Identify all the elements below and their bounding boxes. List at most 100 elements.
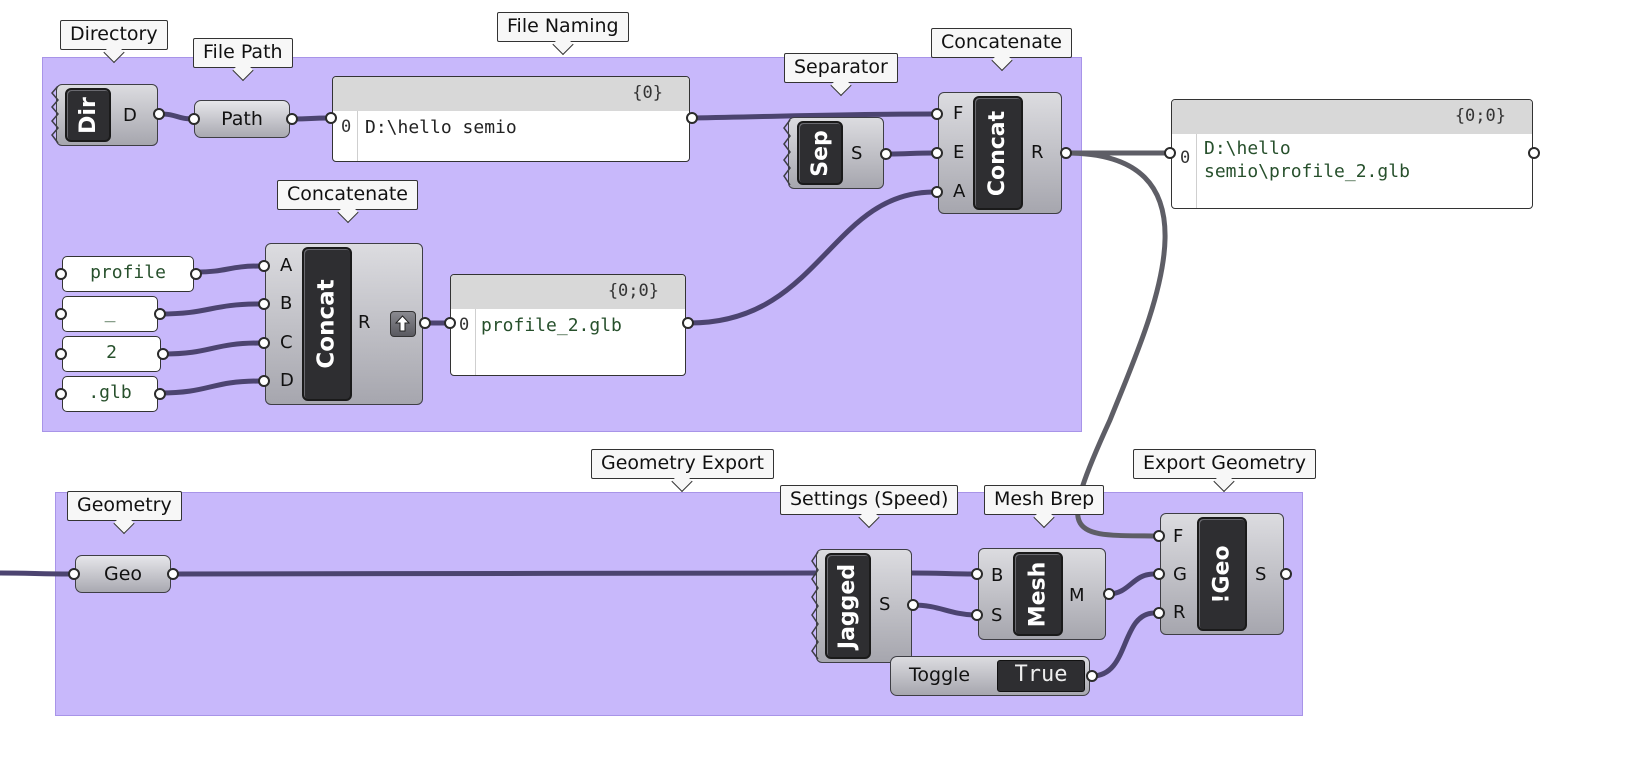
result-panel-input-grip[interactable] <box>1164 147 1176 159</box>
result-panel-index: 0 <box>1180 148 1191 168</box>
concat-main-input-f-grip[interactable] <box>931 108 943 120</box>
jagged-plate: Jagged <box>825 553 871 659</box>
filename-panel-value: profile_2.glb <box>481 315 622 336</box>
path-panel-value: D:\hello semio <box>365 117 517 138</box>
bubble-separator: Separator <box>784 53 898 83</box>
mesh-input-b-grip[interactable] <box>971 568 983 580</box>
concat-main-input-a: A <box>953 181 966 202</box>
filename-panel-path: {0;0} <box>607 281 659 301</box>
wire-jagged-mesh-s <box>909 602 977 618</box>
path-panel-output-grip[interactable] <box>686 112 698 124</box>
bubble-concatenate-main: Concatenate <box>931 28 1072 58</box>
wire-result-export-f <box>1063 150 1168 539</box>
concat-sub-component[interactable]: A B C D Concat R <box>265 243 423 405</box>
mesh-component[interactable]: B S Mesh M <box>978 548 1106 640</box>
concat-sub-input-d: D <box>280 370 294 391</box>
concat-main-component[interactable]: F E A Concat R <box>938 92 1062 214</box>
string-two-left-grip[interactable] <box>55 348 67 360</box>
wire-str-a <box>193 263 263 275</box>
export-input-r-grip[interactable] <box>1153 607 1165 619</box>
path-panel-input-grip[interactable] <box>325 112 337 124</box>
sep-output-grip[interactable] <box>880 148 892 160</box>
concat-main-input-f: F <box>953 103 964 124</box>
jagged-jagged-edge <box>811 552 819 660</box>
string-two[interactable]: 2 <box>62 336 161 372</box>
filename-panel-index: 0 <box>459 315 470 335</box>
concat-sub-plate: Concat <box>302 247 352 401</box>
path-panel[interactable]: {0} 0 D:\hello semio <box>332 76 690 162</box>
string-profile[interactable]: profile <box>62 256 194 292</box>
mesh-output-label: M <box>1069 585 1085 606</box>
path-component[interactable]: Path <box>194 100 290 138</box>
wire-offscreen-geo <box>0 570 73 577</box>
toggle-value[interactable]: True <box>997 660 1085 692</box>
flatten-icon[interactable] <box>390 311 416 337</box>
bubble-export-geometry: Export Geometry <box>1133 449 1316 479</box>
bubble-file-path: File Path <box>193 38 293 68</box>
wire-str-d <box>157 378 263 396</box>
mesh-input-s-grip[interactable] <box>971 609 983 621</box>
string-two-right-grip[interactable] <box>157 348 169 360</box>
export-input-f: F <box>1173 526 1184 547</box>
concat-sub-output-grip[interactable] <box>419 317 431 329</box>
geo-input-grip[interactable] <box>68 568 80 580</box>
export-input-f-grip[interactable] <box>1153 530 1165 542</box>
boolean-toggle[interactable]: Toggle True <box>890 656 1090 696</box>
dir-component[interactable]: Dir D <box>56 84 158 146</box>
filename-panel-output-grip[interactable] <box>682 317 694 329</box>
export-input-g: G <box>1173 564 1187 585</box>
geo-component[interactable]: Geo <box>75 555 171 593</box>
sep-jagged-edge <box>783 120 791 186</box>
path-output-grip[interactable] <box>286 113 298 125</box>
concat-main-output-grip[interactable] <box>1060 147 1072 159</box>
string-profile-left-grip[interactable] <box>55 268 67 280</box>
string-underscore-left-grip[interactable] <box>55 308 67 320</box>
export-input-g-grip[interactable] <box>1153 568 1165 580</box>
result-panel-output-grip[interactable] <box>1528 147 1540 159</box>
jagged-output-grip[interactable] <box>907 599 919 611</box>
concat-sub-input-b: B <box>280 293 293 314</box>
export-geometry-component[interactable]: F G R !Geo S <box>1160 513 1284 635</box>
concat-sub-input-c: C <box>280 332 293 353</box>
result-panel-path: {0;0} <box>1454 106 1506 126</box>
bubble-mesh-brep: Mesh Brep <box>984 485 1105 515</box>
result-panel[interactable]: {0;0} 0 D:\hello semio\profile_2.glb <box>1171 99 1533 209</box>
dir-output-label: D <box>123 105 137 126</box>
concat-main-input-a-grip[interactable] <box>931 186 943 198</box>
result-panel-line1: D:\hello <box>1204 138 1291 159</box>
path-panel-path: {0} <box>632 83 663 103</box>
filename-panel-input-grip[interactable] <box>444 317 456 329</box>
concat-main-input-e-grip[interactable] <box>931 147 943 159</box>
string-glb[interactable]: .glb <box>62 376 158 412</box>
concat-sub-input-a-grip[interactable] <box>258 260 270 272</box>
dir-jagged-edge <box>51 86 59 144</box>
bubble-concatenate-sub: Concatenate <box>277 180 418 210</box>
concat-sub-input-d-grip[interactable] <box>258 375 270 387</box>
wire-panel-concat-f <box>689 111 936 121</box>
geo-output-grip[interactable] <box>167 568 179 580</box>
export-output-grip[interactable] <box>1280 568 1292 580</box>
concat-main-plate: Concat <box>973 96 1023 210</box>
up-arrow-icon <box>394 315 411 332</box>
path-input-grip[interactable] <box>188 113 200 125</box>
concat-sub-input-c-grip[interactable] <box>258 337 270 349</box>
jagged-component[interactable]: Jagged S <box>816 549 912 663</box>
toggle-label: Toggle <box>909 664 971 686</box>
mesh-output-grip[interactable] <box>1103 588 1115 600</box>
export-plate: !Geo <box>1197 517 1247 631</box>
toggle-output-grip[interactable] <box>1086 670 1098 682</box>
dir-plate: Dir <box>65 88 111 142</box>
string-underscore-right-grip[interactable] <box>154 308 166 320</box>
sep-component[interactable]: Sep S <box>788 117 884 189</box>
string-profile-right-grip[interactable] <box>190 268 202 280</box>
string-underscore[interactable]: _ <box>62 296 158 332</box>
string-glb-right-grip[interactable] <box>154 388 166 400</box>
dir-output-grip[interactable] <box>153 108 165 120</box>
concat-sub-input-b-grip[interactable] <box>258 298 270 310</box>
filename-panel[interactable]: {0;0} 0 profile_2.glb <box>450 274 686 376</box>
wire-sep-concat-e <box>883 150 936 157</box>
mesh-input-b: B <box>991 565 1004 586</box>
mesh-input-s: S <box>991 605 1003 626</box>
string-glb-left-grip[interactable] <box>55 388 67 400</box>
